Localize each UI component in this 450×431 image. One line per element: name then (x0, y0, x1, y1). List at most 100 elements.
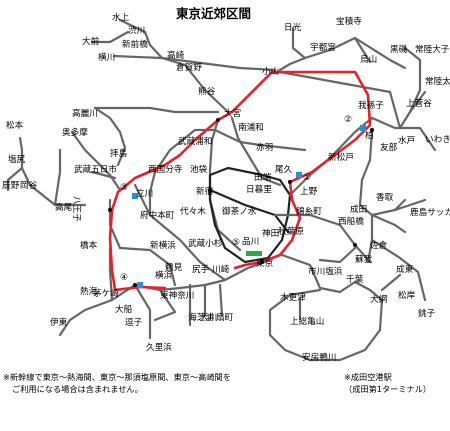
marker-1-square (296, 172, 302, 178)
marker-3-square (132, 193, 138, 199)
station-tabata: 田端 (254, 171, 272, 183)
station-omiya: 大宮 (224, 107, 241, 119)
station-fuchuhonmachi: 府中本町 (140, 209, 175, 221)
marker-3: ③ (120, 183, 128, 193)
station-katori: 香取 (376, 192, 394, 203)
note-line-1: ※新幹線で東京～熱海間、東京～那須塩原間、東京～高崎間を (3, 372, 231, 382)
highlighted-route (108, 70, 372, 292)
station-tachikawa: 立川 (136, 187, 153, 199)
station-shinmatsudo: 新松戸 (328, 151, 354, 163)
station-kuragano: 倉賀野 (176, 61, 202, 73)
route-markers: ① ② ③ ④ ⑤ (120, 115, 366, 288)
station-shinyokohama: 新横浜 (150, 239, 176, 251)
station-ito: 伊東 (50, 316, 68, 328)
station-ganohoku: 我孫子 (358, 99, 384, 111)
station-kumagaya: 熊谷 (198, 85, 216, 97)
station-kanda: 神田 (262, 227, 279, 239)
station-soga: 蘇我 (355, 253, 373, 265)
station-iwaki: いわき (425, 134, 450, 145)
station-chigasaki: 茅ケ崎 (93, 287, 119, 299)
marker-4: ④ (120, 273, 128, 283)
station-ichikawashiohama: 市川塩浜 (308, 265, 343, 277)
station-okutama: 奥多摩 (62, 126, 88, 138)
airport-note-2: （成田第1ターミナル） (344, 384, 431, 394)
note-line-2: ご利用になる場合は含まれません。 (12, 384, 143, 394)
station-takasaki: 高崎 (167, 49, 185, 61)
station-hitachiota: 常陸太田 (425, 75, 450, 87)
station-shinjuku: 新宿 (196, 185, 214, 197)
station-hashimoto: 橋本 (80, 239, 98, 251)
station-kuroiso: 黒磯 (390, 43, 408, 55)
station-kamisugaya: 上菅谷 (406, 97, 432, 109)
station-matsugishi: 松岸 (398, 289, 416, 301)
station-shinagawa: 品川 (242, 236, 259, 247)
station-sakura: 佐倉 (370, 239, 388, 251)
notes: ※新幹線で東京～熱海間、東京～那須塩原間、東京～高崎間を ご利用になる場合は含ま… (3, 372, 431, 394)
station-chiba: 千葉 (346, 273, 364, 285)
station-naruto: 成東 (396, 263, 414, 275)
station-tsurumi: 鶴見 (165, 261, 183, 273)
marker-2: ② (344, 115, 352, 125)
station-minamiurawa: 南浦和 (238, 121, 264, 133)
station-narita: 成田 (350, 203, 367, 215)
station-zushi: 逗子 (125, 317, 143, 328)
station-takao: 高尾 (55, 201, 73, 213)
station-mito: 水戸 (398, 134, 416, 146)
station-matsumoto: 松本 (6, 119, 24, 131)
station-akabane: 赤羽 (256, 142, 273, 153)
station-yokokawa: 横川 (98, 51, 115, 63)
station-labels: 水上 渋川 大前 新前橋 横川 高崎 倉賀野 熊谷 日光 宇都宮 宝積寺 烏山 … (2, 11, 450, 363)
station-ikimidai: 尻手 (192, 263, 210, 275)
station-choshi: 銚子 (418, 307, 436, 319)
marker-2-square (360, 125, 366, 131)
map-title: 東京近郊区間 (176, 6, 251, 21)
station-karasuyama: 烏山 (360, 53, 377, 65)
station-kawasaki: 川崎 (212, 263, 230, 275)
station-shibukawa: 渋川 (128, 24, 145, 36)
station-higashikaigan: 海芝浦 (188, 311, 214, 323)
station-awakamogawa: 安房鴨川 (302, 351, 336, 363)
station-nishikokubunji: 西国分寺 (148, 164, 183, 175)
station-kamisoshimu: 上総亀山 (290, 315, 324, 327)
station-yoyogi: 代々木 (180, 205, 206, 217)
station-hachioji: 八王子 (71, 196, 82, 222)
station-kashimajingu: 鹿島サッカースタジアム (410, 206, 450, 218)
station-tokyo: 東京 (256, 257, 274, 269)
station-shinmaebashi: 新前橋 (122, 38, 148, 50)
airport-note-1: ※成田空港駅 (344, 372, 392, 382)
station-ueno: 上野 (300, 186, 318, 197)
marker-5: ⑤ (232, 238, 240, 248)
station-ogimachi: 扇町 (216, 311, 234, 323)
station-nikko: 日光 (284, 21, 302, 33)
station-tomobe: 友部 (380, 141, 398, 153)
station-hoshakuji: 宝積寺 (336, 15, 362, 27)
station-kashiwa: 柏 (365, 129, 374, 141)
rail-lines (6, 18, 437, 362)
station-kinshicho: 錦糸町 (296, 205, 322, 217)
station-kisarazu: 木更津 (280, 291, 306, 303)
station-kurihama: 久里浜 (146, 341, 172, 353)
station-ofuna: 大船 (115, 303, 133, 315)
station-omae: 大前 (82, 35, 100, 47)
station-higashikanagawa: 東神奈川 (160, 289, 194, 301)
station-utsunomiya-1: 宇都宮 (310, 41, 336, 53)
marker-5-bar (246, 251, 262, 256)
station-okaya: 岡谷 (20, 180, 38, 191)
station-atami: 熱海 (80, 285, 98, 297)
station-musashiitsukaichi: 武蔵五日市 (74, 163, 117, 175)
station-hitachidaigo: 常陸大子 (415, 43, 450, 55)
station-musashinoshi: 尾久 (275, 163, 293, 175)
station-yokohama: 横浜 (155, 269, 173, 281)
station-ikebukuro: 池袋 (190, 163, 208, 175)
station-shiojiri: 塩尻 (8, 153, 26, 165)
station-musashiurawa: 武蔵浦和 (178, 135, 212, 147)
marker-4-square (137, 282, 143, 288)
station-okawa: 大川 (200, 311, 217, 323)
station-nishifunabashi: 西船橋 (338, 215, 364, 227)
station-oyama: 小山 (262, 66, 279, 77)
station-mizukami: 水上 (112, 11, 130, 23)
station-nipporiza: 日暮里 (246, 183, 272, 195)
station-tatsuno: 辰野 (2, 180, 20, 191)
station-haijima: 拝島 (110, 147, 128, 159)
